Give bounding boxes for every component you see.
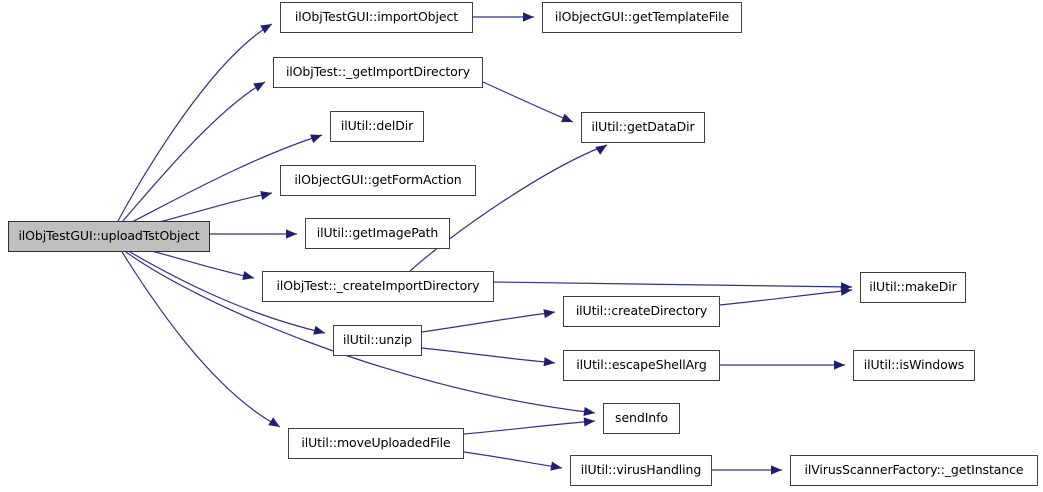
node-getInstance[interactable]: ilVirusScannerFactory::_getInstance — [790, 455, 1038, 486]
node-label: ilObjTest::_getImportDirectory — [285, 64, 471, 80]
node-label: ilUtil::virusHandling — [580, 462, 702, 478]
edge-getImportDirectory-to-getDataDir — [482, 81, 574, 123]
node-label: ilObjTest::_createImportDirectory — [276, 278, 480, 294]
edge-createImportDirectory-to-getDataDir — [409, 144, 608, 272]
node-getImportDirectory[interactable]: ilObjTest::_getImportDirectory — [273, 57, 483, 88]
edge-uploadTstObject-to-unzip — [129, 251, 326, 334]
arrowhead-icon — [595, 145, 607, 155]
arrowhead-icon — [543, 357, 555, 367]
node-label: ilUtil::delDir — [340, 118, 414, 134]
arrowhead-icon — [313, 325, 325, 335]
node-label: ilObjectGUI::getTemplateFile — [554, 9, 730, 25]
arrowhead-icon — [583, 417, 595, 427]
arrowheads-group — [242, 12, 852, 475]
node-sendInfo[interactable]: sendInfo — [603, 403, 680, 434]
node-createImportDirectory[interactable]: ilObjTest::_createImportDirectory — [262, 271, 494, 302]
arrowhead-icon — [771, 465, 782, 475]
node-moveUploadedFile[interactable]: ilUtil::moveUploadedFile — [288, 428, 464, 459]
arrowhead-icon — [834, 360, 845, 370]
edge-uploadTstObject-to-createImportDirectory — [139, 247, 255, 279]
arrowhead-icon — [242, 271, 254, 281]
node-virusHandling[interactable]: ilUtil::virusHandling — [570, 455, 712, 486]
node-uploadTstObject[interactable]: ilObjTestGUI::uploadTstObject — [8, 221, 210, 252]
node-label: ilObjectGUI::getFormAction — [294, 172, 462, 188]
node-escapeShellArg[interactable]: ilUtil::escapeShellArg — [563, 350, 720, 381]
edge-uploadTstObject-to-sendInfo — [125, 251, 596, 414]
node-makeDir[interactable]: ilUtil::makeDir — [860, 272, 966, 303]
edge-uploadTstObject-to-moveUploadedFile — [121, 251, 281, 428]
edge-unzip-to-createDirectory — [421, 311, 556, 333]
node-unzip[interactable]: ilUtil::unzip — [333, 325, 422, 356]
node-label: ilUtil::createDirectory — [575, 303, 708, 319]
node-getFormAction[interactable]: ilObjectGUI::getFormAction — [280, 165, 476, 196]
arrowhead-icon — [260, 24, 272, 34]
node-createDirectory[interactable]: ilUtil::createDirectory — [563, 296, 720, 327]
node-label: ilUtil::moveUploadedFile — [301, 435, 451, 451]
edge-uploadTstObject-to-getImportDirectory — [121, 81, 266, 223]
arrowhead-icon — [550, 461, 562, 471]
node-getTemplateFile[interactable]: ilObjectGUI::getTemplateFile — [542, 2, 742, 33]
node-label: ilUtil::escapeShellArg — [576, 357, 707, 373]
arrowhead-icon — [253, 82, 265, 92]
edges-group — [117, 16, 853, 471]
node-label: ilUtil::isWindows — [863, 357, 965, 373]
edge-unzip-to-escapeShellArg — [421, 347, 556, 364]
arrowhead-icon — [268, 417, 280, 427]
node-importObject[interactable]: ilObjTestGUI::importObject — [280, 2, 473, 33]
node-label: ilObjTestGUI::uploadTstObject — [18, 228, 200, 244]
node-getImagePath[interactable]: ilUtil::getImagePath — [305, 218, 450, 249]
arrowhead-icon — [286, 229, 297, 239]
edge-uploadTstObject-to-importObject — [117, 23, 273, 222]
arrowhead-icon — [260, 190, 272, 200]
edge-createImportDirectory-to-makeDir — [493, 281, 853, 288]
edge-createDirectory-to-makeDir — [719, 289, 853, 306]
edge-moveUploadedFile-to-sendInfo — [463, 420, 596, 435]
arrowhead-icon — [523, 12, 534, 22]
edge-moveUploadedFile-to-virusHandling — [463, 451, 563, 469]
arrowhead-icon — [840, 286, 852, 296]
node-getDataDir[interactable]: ilUtil::getDataDir — [581, 112, 705, 143]
node-label: ilUtil::getImagePath — [316, 225, 439, 241]
arrowhead-icon — [583, 406, 595, 417]
node-isWindows[interactable]: ilUtil::isWindows — [853, 350, 975, 381]
arrowhead-icon — [310, 134, 322, 144]
arrowhead-icon — [543, 309, 555, 319]
node-label: ilUtil::getDataDir — [591, 119, 695, 135]
node-delDir[interactable]: ilUtil::delDir — [330, 111, 424, 142]
node-label: ilObjTestGUI::importObject — [294, 9, 459, 25]
arrowhead-icon — [561, 113, 573, 123]
node-label: ilUtil::makeDir — [869, 279, 957, 295]
edge-uploadTstObject-to-delDir — [129, 134, 323, 224]
node-label: sendInfo — [615, 410, 668, 426]
node-label: ilUtil::unzip — [343, 332, 412, 348]
node-label: ilVirusScannerFactory::_getInstance — [804, 462, 1024, 478]
